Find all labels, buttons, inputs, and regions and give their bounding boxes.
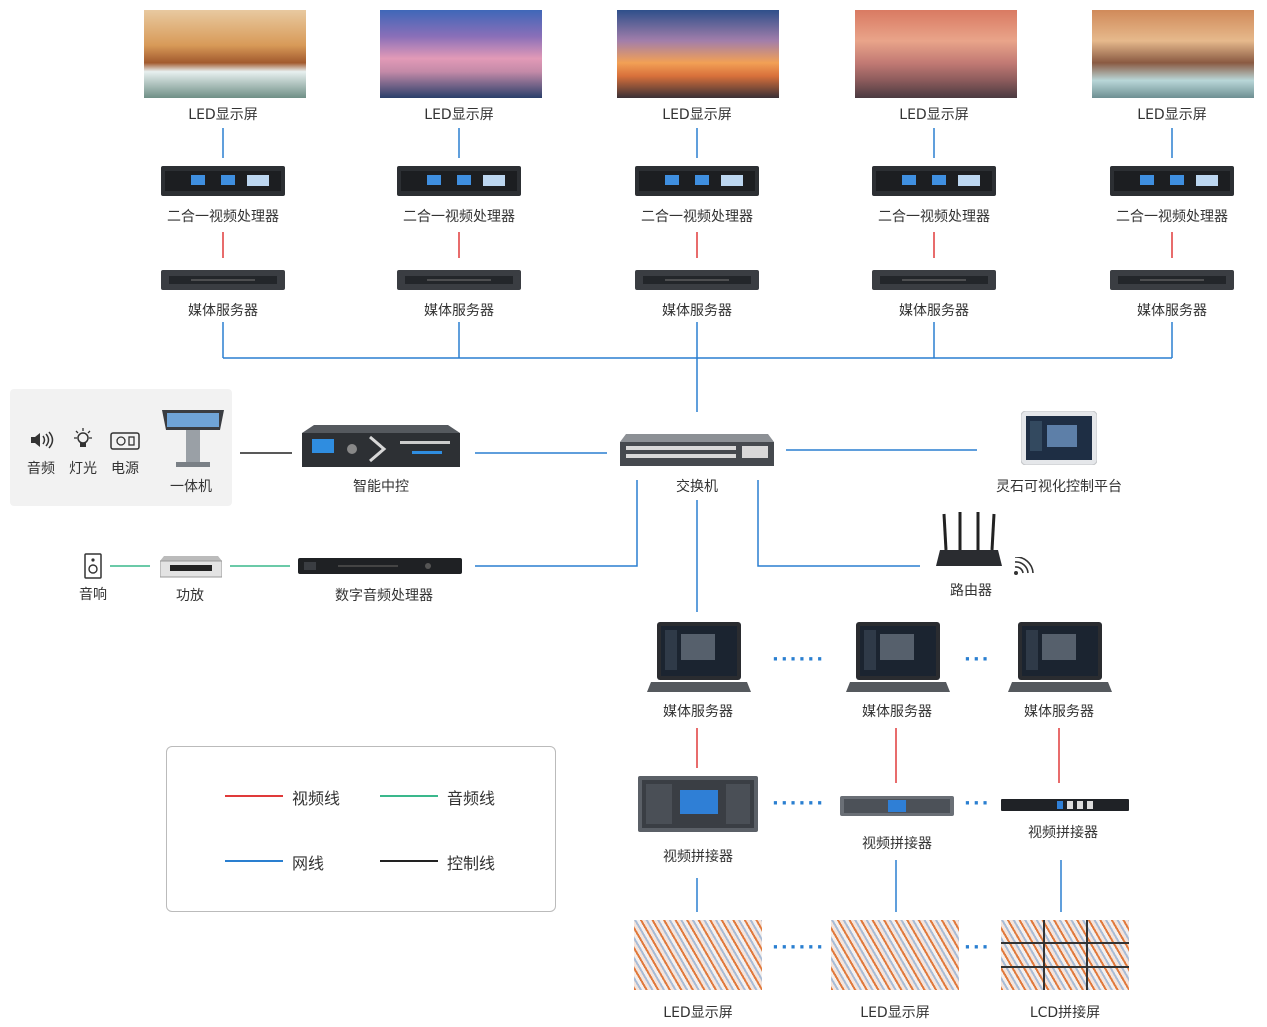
laptop-label-3: 媒体服务器	[1024, 704, 1094, 720]
processor-label-2: 二合一视频处理器	[403, 209, 515, 225]
laptop-label-2: 媒体服务器	[862, 704, 932, 720]
laptop-label-1: 媒体服务器	[663, 704, 733, 720]
processor-label-1: 二合一视频处理器	[167, 209, 279, 225]
server-label-3: 媒体服务器	[662, 303, 732, 319]
audio-label: 音频	[27, 461, 55, 477]
processor-label-4: 二合一视频处理器	[878, 209, 990, 225]
legend-box: 视频线 音频线 网线 控制线	[166, 746, 556, 912]
led-label-5: LED显示屏	[1137, 107, 1207, 123]
server-label-4: 媒体服务器	[899, 303, 969, 319]
amplifier-device	[160, 556, 222, 578]
legend-control-label: 控制线	[447, 854, 496, 873]
led-screen-5	[1092, 10, 1254, 98]
bottom-led-screen-2	[831, 920, 959, 990]
kiosk-terminal-icon	[162, 410, 224, 467]
bottom-led-label-1: LED显示屏	[663, 1005, 733, 1021]
laptop-server-3	[1008, 622, 1112, 692]
ellipsis-1: ······	[772, 649, 826, 670]
video-processor-3	[635, 166, 759, 196]
bottom-lcd-screen	[1001, 920, 1129, 990]
router-device	[936, 512, 1002, 566]
video-processor-1	[161, 166, 285, 196]
led-label-2: LED显示屏	[424, 107, 494, 123]
laptop-server-1	[647, 622, 751, 692]
switch-label: 交换机	[676, 479, 718, 495]
video-splicer-large	[638, 776, 758, 832]
light-bulb-icon	[74, 428, 92, 447]
ellipsis-6: ···	[964, 937, 991, 958]
splicer-label-1: 视频拼接器	[663, 849, 733, 865]
ellipsis-2: ···	[964, 649, 991, 670]
processor-label-5: 二合一视频处理器	[1116, 209, 1228, 225]
media-server-1	[161, 270, 285, 290]
legend-video-label: 视频线	[292, 789, 341, 808]
wifi-icon	[1014, 557, 1034, 575]
central-control-device	[302, 425, 460, 467]
legend-control-swatch	[380, 860, 438, 862]
ellipsis-5: ······	[772, 937, 826, 958]
legend-network-label: 网线	[292, 854, 325, 873]
lcd-grid-lines	[1001, 920, 1129, 990]
central-control-label: 智能中控	[353, 479, 409, 495]
splicer-label-3: 视频拼接器	[1028, 825, 1098, 841]
media-server-2	[397, 270, 521, 290]
speaker-volume-icon	[31, 431, 54, 449]
led-label-3: LED显示屏	[662, 107, 732, 123]
server-label-1: 媒体服务器	[188, 303, 258, 319]
light-label: 灯光	[69, 461, 97, 477]
speaker-icon	[84, 553, 102, 579]
server-label-2: 媒体服务器	[424, 303, 494, 319]
laptop-server-2	[846, 622, 950, 692]
legend-audio-swatch	[380, 795, 438, 797]
server-label-5: 媒体服务器	[1137, 303, 1207, 319]
led-screen-3	[617, 10, 779, 98]
network-switch-device	[620, 434, 774, 466]
video-splicer-medium	[840, 796, 954, 816]
dsp-label: 数字音频处理器	[335, 588, 433, 604]
platform-label: 灵石可视化控制平台	[996, 479, 1122, 495]
led-screen-2	[380, 10, 542, 98]
processor-label-3: 二合一视频处理器	[641, 209, 753, 225]
media-server-5	[1110, 270, 1234, 290]
bottom-led-label-2: LED显示屏	[860, 1005, 930, 1021]
led-label-1: LED显示屏	[188, 107, 258, 123]
splicer-label-2: 视频拼接器	[862, 836, 932, 852]
speaker-label: 音响	[79, 587, 107, 603]
led-screen-1	[144, 10, 306, 98]
power-outlet-icon	[110, 432, 140, 450]
video-processor-5	[1110, 166, 1234, 196]
kiosk-label: 一体机	[170, 479, 212, 495]
media-server-3	[635, 270, 759, 290]
video-processor-4	[872, 166, 996, 196]
led-screen-4	[855, 10, 1017, 98]
amplifier-label: 功放	[176, 588, 204, 604]
legend-network-swatch	[225, 860, 283, 862]
video-splicer-small	[1001, 799, 1129, 811]
router-label: 路由器	[950, 583, 992, 599]
lcd-label: LCD拼接屏	[1029, 1005, 1101, 1021]
legend-audio-label: 音频线	[447, 789, 496, 808]
audio-dsp-device	[298, 558, 462, 574]
bottom-led-screen-1	[634, 920, 762, 990]
ellipsis-4: ···	[964, 793, 991, 814]
video-processor-2	[397, 166, 521, 196]
legend-video-swatch	[225, 795, 283, 797]
ellipsis-3: ······	[772, 793, 826, 814]
media-server-4	[872, 270, 996, 290]
power-label: 电源	[111, 461, 139, 477]
led-label-4: LED显示屏	[899, 107, 969, 123]
tablet-platform-device	[1021, 411, 1097, 465]
